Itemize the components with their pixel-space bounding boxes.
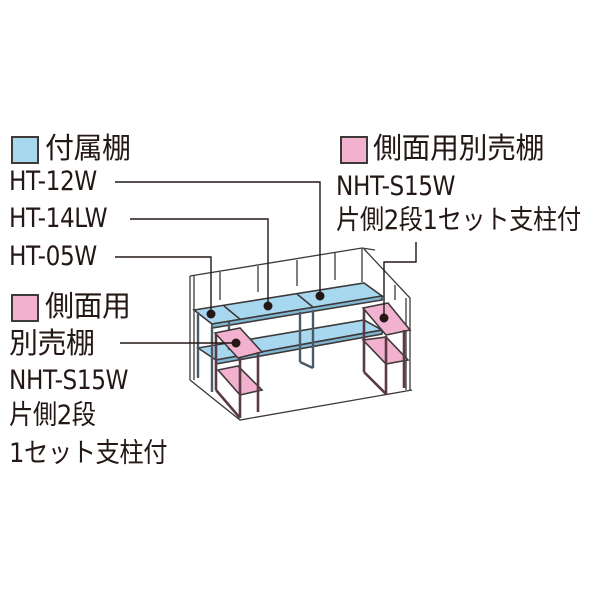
- marker-dot: [379, 313, 389, 323]
- label-desc-right: 片側2段1セット支柱付: [336, 205, 581, 236]
- marker-dot: [315, 291, 325, 301]
- legend-title-side-shelf: 側面用別売棚: [373, 131, 545, 165]
- label-nht-s15w-right: NHT-S15W: [336, 171, 456, 202]
- leader-right-pink: [383, 242, 417, 318]
- legend-swatch-pink: [340, 136, 368, 164]
- label-ht-14lw: HT-14LW: [9, 203, 108, 234]
- label-ht-05w: HT-05W: [9, 241, 97, 272]
- shed-back-wall: [189, 247, 376, 277]
- label-ht-12w: HT-12W: [9, 166, 97, 197]
- leader-ht-05w: [115, 256, 212, 314]
- marker-dot: [206, 309, 216, 319]
- legend-title-side-line1: 側面用: [45, 289, 131, 323]
- leader-ht-14lw: [130, 218, 269, 306]
- label-desc-left-line2: 1セット支柱付: [9, 438, 168, 469]
- shed-right-wall: [363, 248, 411, 390]
- marker-dot: [263, 301, 273, 311]
- legend-swatch-pink: [11, 294, 39, 322]
- shed-floor: [189, 379, 413, 421]
- label-desc-left-line1: 片側2段: [9, 400, 96, 431]
- blue-shelves: [192, 282, 385, 392]
- legend-swatch-blue: [11, 136, 39, 164]
- leader-ht-12w: [115, 181, 321, 296]
- label-nht-s15w-left: NHT-S15W: [9, 365, 129, 396]
- legend-title-side-line2: 別売棚: [9, 326, 95, 360]
- legend-title-accessory: 付属棚: [45, 131, 131, 165]
- marker-dot: [231, 338, 241, 348]
